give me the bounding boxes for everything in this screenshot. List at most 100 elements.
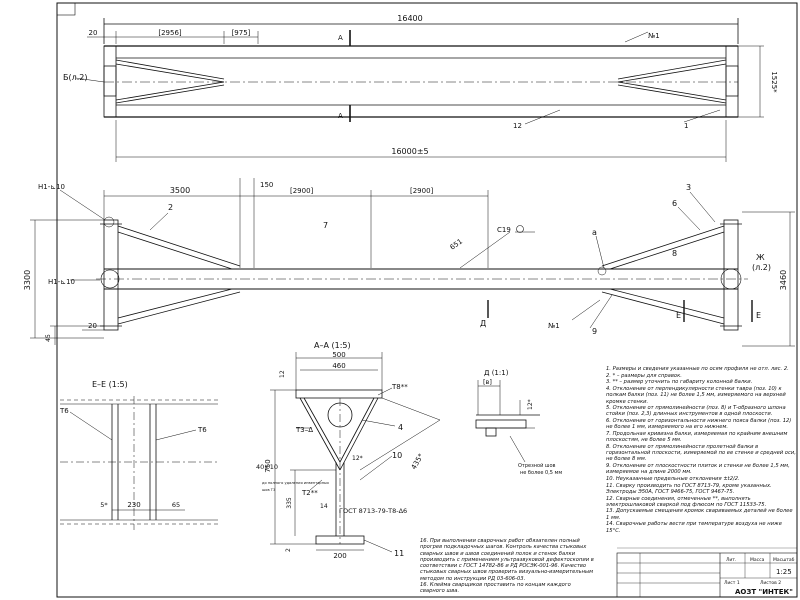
section-aa-title: A–A (1:5) (314, 341, 351, 350)
detail-d-title: Д (1:1) (484, 369, 509, 377)
section-aa-dim-335: 335 (286, 497, 293, 509)
note-item: 4. Отклонение от перпендикулярности стен… (606, 386, 786, 405)
detail-d-dim-b: [в] (483, 378, 492, 386)
main-view (30, 178, 795, 347)
main-label-e-right: Е (756, 311, 761, 320)
main-dim-45: 45 (45, 334, 52, 342)
note-item: 5. Отклонение от прямолинейности (поз. 8… (606, 405, 786, 418)
section-aa-gost: ГОСТ 8713-79-Т8-Δ6 (339, 507, 407, 515)
section-ee-weld-t6-left: Т6 (59, 407, 69, 415)
section-aa-tolerance: 40±10 (256, 463, 278, 471)
main-part-7: 7 (323, 221, 328, 230)
main-label-zh-ref: (л.2) (752, 263, 771, 272)
title-block-scale: 1:25 (776, 568, 792, 576)
main-dim-2900b: [2900] (410, 187, 434, 195)
main-dim-150: 150 (260, 181, 273, 189)
note-item: 8. Отклонение от прямолинейности пролетн… (606, 443, 796, 463)
title-block-company: АОЗТ "ИНТЕК" (735, 588, 793, 596)
note-item: 3. ** – размер уточнить по габариту коло… (606, 379, 753, 386)
section-ee-dim-230: 230 (127, 501, 140, 509)
main-label-e-left: Е (676, 311, 681, 320)
title-block-sheets: Листов 2 (760, 580, 781, 586)
section-aa-tolerance-note: до полного удаления инвентарных (262, 481, 330, 485)
main-dim-20: 20 (88, 322, 97, 330)
top-view (75, 18, 764, 162)
top-dim-left-edge: 20 (89, 29, 98, 37)
detail-d-dim-12: 12* (527, 399, 534, 410)
main-label-zh: Ж (756, 253, 765, 262)
section-aa (270, 352, 441, 553)
top-dim-right: 1525* (770, 71, 778, 93)
section-aa-part-4: 4 (398, 423, 403, 432)
section-aa-dim-2: 2 (285, 548, 292, 552)
title-block-sheet: Лист 1 (724, 580, 740, 586)
note-16: 16. При выполнении сварочных работ обяза… (420, 538, 594, 582)
top-part-1: 1 (684, 122, 688, 130)
main-dim-3500: 3500 (170, 186, 190, 195)
main-part-9: 9 (592, 327, 597, 336)
top-section-a-upper: A (338, 34, 343, 42)
note-item: 12. Сварные соединения, отмеченные **, в… (606, 495, 767, 508)
section-aa-part-10: 10 (392, 451, 402, 460)
main-dim-3300: 3300 (23, 270, 32, 290)
main-label-d: Д (480, 319, 486, 328)
section-aa-weld-t3: Т3–Δ (295, 426, 313, 434)
section-aa-dim-14: 14 (320, 503, 328, 510)
section-aa-dim-200: 200 (333, 552, 346, 560)
main-weld-c19: С19 (497, 226, 511, 234)
note-item: 10. Неуказанные предельные отклонения ±t… (606, 475, 740, 482)
section-aa-dim-750: 750 (264, 459, 272, 472)
title-block-mass-label: Масса (750, 557, 765, 563)
main-label-n1: №1 (548, 322, 560, 330)
note-item: 1. Размеры и сведения указанные по осям … (606, 366, 789, 372)
main-dim-3460: 3460 (779, 270, 788, 290)
welding-notes: 16. При выполнении сварочных работ обяза… (420, 538, 596, 595)
top-label-b: Б(л.2) (63, 73, 87, 82)
top-dim-bottom: 16000±5 (391, 147, 428, 156)
title-block-lit-label: Лит. (726, 557, 736, 563)
main-dim-651: 651 (449, 237, 465, 251)
note-item: 11. Сварку производить по ГОСТ 8713-79, … (606, 482, 772, 495)
top-dim-seg2: [975] (232, 29, 251, 37)
section-ee-dim-65: 65 (172, 501, 180, 509)
main-weld-h1-top: Н1-⊾10 (38, 183, 65, 191)
section-aa-weld-t8: Т8** (391, 383, 408, 391)
note-item: 7. Продольная кривизна балки, измеряемая… (606, 431, 788, 444)
note-item: 2. * – размеры для справок. (606, 372, 682, 379)
section-aa-tolerance-note2: шов Т3 (262, 488, 275, 492)
main-part-6: 6 (672, 199, 677, 208)
section-aa-weld-t2: Т2** (301, 489, 318, 497)
section-aa-dim-460: 460 (332, 362, 345, 370)
section-ee (60, 396, 218, 530)
sheet-frame (56, 2, 798, 598)
section-aa-dim-435: 435* (410, 452, 426, 471)
main-part-3: 3 (686, 183, 691, 192)
corner-stamp (56, 2, 76, 16)
section-aa-dim-12deg: 12* (352, 455, 363, 462)
section-ee-dim-5: 5* (100, 501, 108, 509)
section-ee-title: Е–Е (1:5) (92, 380, 128, 389)
note-item: 13. Допускаемые смещения кромок сваривае… (606, 508, 793, 521)
title-block-lines (616, 547, 798, 598)
detail-d-note: Отрезной шов (518, 462, 556, 469)
technical-notes: 1. Размеры и сведения указанные по осям … (606, 366, 796, 534)
detail-d-note2: не более 0,5 мм (520, 470, 562, 476)
note-item: 6. Отклонение от горизонтальности нижнег… (606, 418, 792, 431)
main-part-a: a (592, 228, 597, 237)
top-dim-total: 16400 (397, 14, 422, 23)
top-part-n1: №1 (648, 32, 660, 40)
note-item: 14. Сварочные работы вести при температу… (606, 521, 782, 534)
top-dim-seg1: [2956] (158, 29, 182, 37)
note-16b: 16. Клейма сварщиков проставить по конца… (420, 582, 571, 595)
top-section-a-lower: A (338, 112, 343, 120)
section-aa-part-11: 11 (394, 549, 404, 558)
section-aa-dim-500: 500 (332, 351, 345, 359)
top-part-12: 12 (513, 122, 522, 130)
detail-d (475, 380, 540, 463)
section-aa-dim-12: 12 (279, 370, 286, 378)
section-ee-weld-t6-right: Т6 (197, 426, 207, 434)
main-dim-2900a: [2900] (290, 187, 314, 195)
main-part-8: 8 (672, 249, 677, 258)
title-block-scale-label: Масштаб (773, 557, 795, 563)
